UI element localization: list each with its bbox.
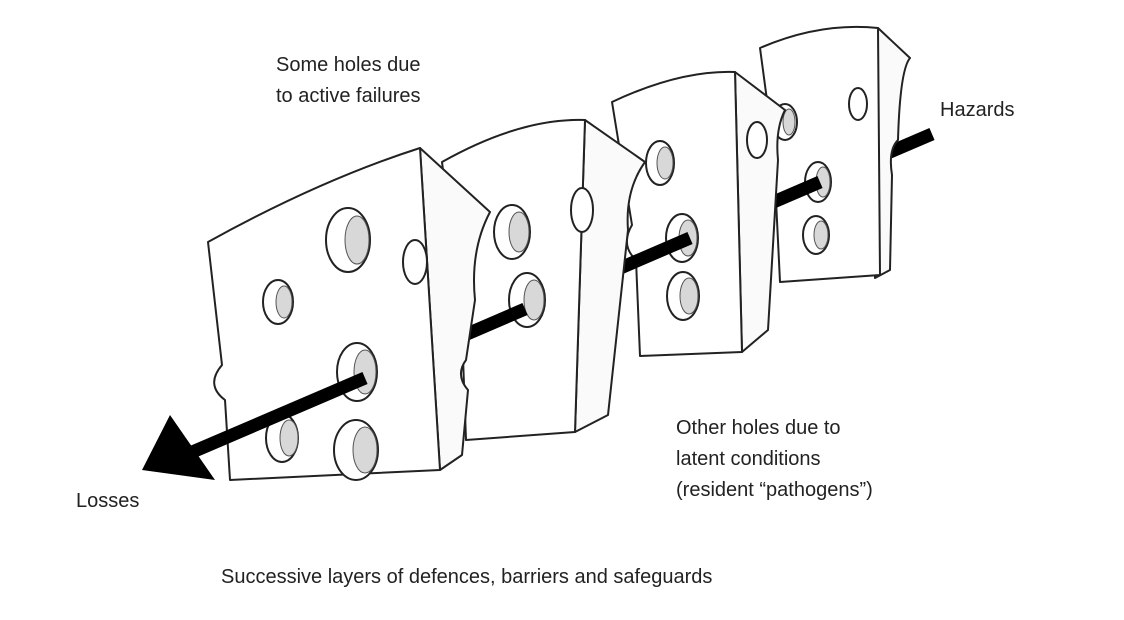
label-line: Other holes due to bbox=[676, 417, 841, 439]
hazards-label: Hazards bbox=[940, 99, 1015, 121]
label-line: to active failures bbox=[276, 85, 421, 107]
active-failures-label: Some holes due to active failures bbox=[276, 50, 421, 112]
label-line: latent conditions bbox=[676, 448, 821, 470]
defence-layer-1 bbox=[207, 147, 491, 481]
trajectory-arrow-segment bbox=[187, 372, 368, 459]
defence-layer-4 bbox=[759, 25, 911, 283]
defence-layer-3 bbox=[611, 70, 786, 357]
diagram-caption: Successive layers of defences, barriers … bbox=[221, 566, 713, 588]
losses-label: Losses bbox=[76, 490, 140, 512]
arrow-head bbox=[142, 415, 215, 480]
latent-conditions-label: Other holes due to latent conditions (re… bbox=[676, 413, 873, 506]
label-line: Some holes due bbox=[276, 54, 421, 76]
label-line: (resident “pathogens”) bbox=[676, 479, 873, 501]
